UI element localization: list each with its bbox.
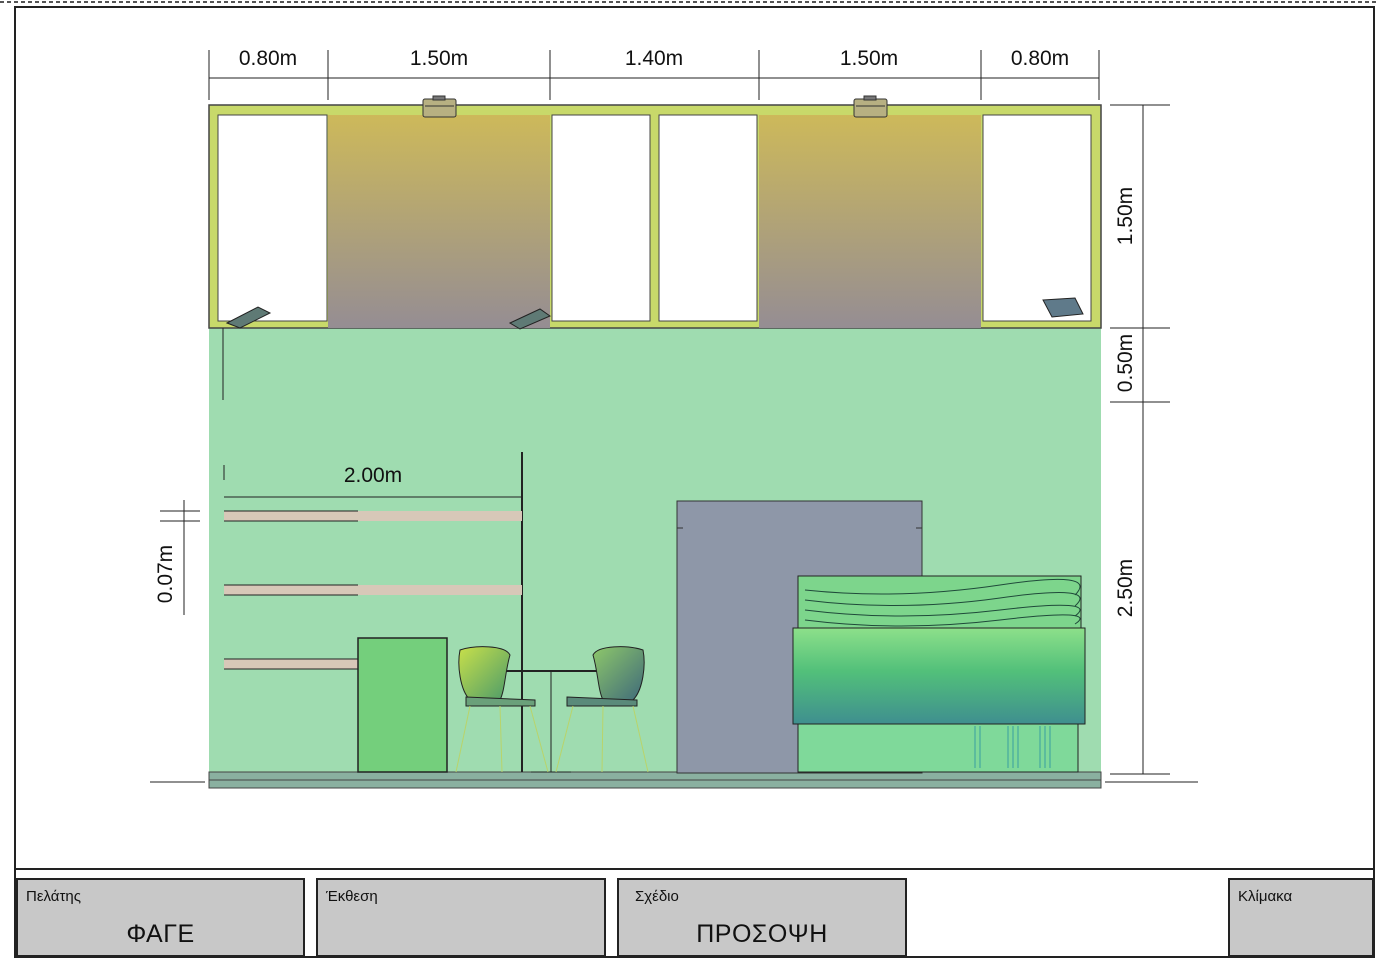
dim-top-4: 1.50m xyxy=(840,47,898,70)
arm-light-icon xyxy=(1042,297,1084,318)
dim-shelf-width: 2.00m xyxy=(344,464,402,487)
header-window-4 xyxy=(982,114,1092,322)
arm-light-icon xyxy=(222,306,272,400)
title-box-exhibition: Έκθεση xyxy=(316,878,606,957)
shelf-thickness-dimension xyxy=(160,500,200,615)
title-box-scale: Κλίμακα xyxy=(1228,878,1374,957)
dim-shelf-thickness: 0.07m xyxy=(154,545,177,603)
arm-light-icon xyxy=(508,308,552,330)
dim-top-3: 1.40m xyxy=(625,47,683,70)
spotlight-icon xyxy=(853,95,888,118)
spotlight-icon xyxy=(422,95,457,118)
dim-top-5: 0.80m xyxy=(1011,47,1069,70)
sheet-border xyxy=(14,6,1375,958)
client-label: Πελάτης xyxy=(26,888,81,905)
scale-label: Κλίμακα xyxy=(1238,888,1293,905)
drawing-value: ΠΡΟΣΟΨΗ xyxy=(696,920,828,948)
dim-right-1: 1.50m xyxy=(1114,187,1137,245)
header-window-2 xyxy=(551,114,651,322)
right-dimension-line xyxy=(1110,104,1170,775)
bistro-table xyxy=(505,670,598,773)
ice-cream-freezer xyxy=(792,575,1086,773)
top-dimension-line xyxy=(208,50,1100,100)
header-window-3 xyxy=(658,114,758,322)
header-panel-2 xyxy=(759,115,981,328)
dim-top-1: 0.80m xyxy=(239,47,297,70)
shelf-board xyxy=(224,510,522,522)
chair-icon xyxy=(455,646,549,773)
title-box-drawing: Σχέδιο ΠΡΟΣΟΨΗ xyxy=(617,878,907,957)
header-window-1 xyxy=(217,114,328,322)
green-cabinet xyxy=(357,637,448,773)
shelf-board xyxy=(224,584,522,596)
chair-icon xyxy=(555,646,649,773)
dim-right-3: 2.50m xyxy=(1114,559,1137,617)
exhibition-label: Έκθεση xyxy=(326,888,378,905)
client-value: ΦΑΓΕ xyxy=(126,920,195,948)
dim-right-2: 0.50m xyxy=(1114,334,1137,392)
shelf-board xyxy=(224,658,358,670)
header-panel-1 xyxy=(328,115,550,328)
dim-top-2: 1.50m xyxy=(410,47,468,70)
title-box-client: Πελάτης ΦΑΓΕ xyxy=(16,878,305,957)
drawing-label: Σχέδιο xyxy=(635,888,679,905)
